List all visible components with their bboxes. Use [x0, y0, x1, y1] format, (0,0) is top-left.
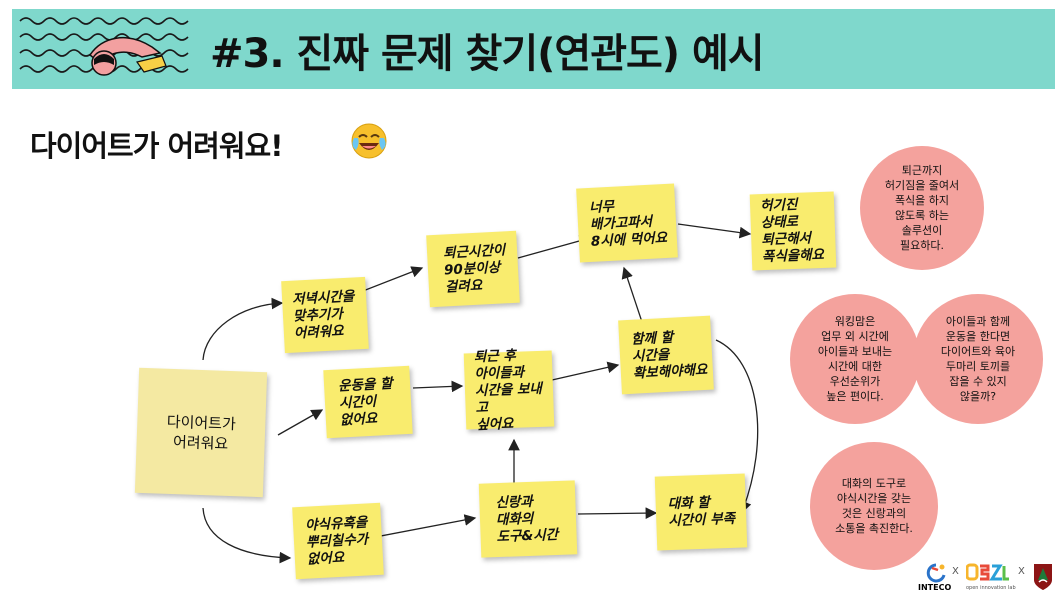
sticky-note-late-snack: 야식유혹을 뿌리칠수가 없어요 [292, 502, 384, 580]
insight-circle-3: 아이들과 함께 운동을 한다면 다이어트와 육아 두마리 토끼를 잡을 수 있지… [913, 294, 1043, 424]
sticky-note-main: 다이어트가 어려워요 [134, 367, 268, 498]
sticky-note-time-after-work: 퇴근 후 아이들과 시간을 보내고 싶어요 [463, 347, 555, 433]
note-text: 함께 할 시간을 확보해야해요 [630, 329, 708, 382]
header-banner: #3. 진짜 문제 찾기(연관도) 예시 [12, 9, 1055, 89]
inteco-logo-icon [926, 563, 946, 583]
insight-circle-2: 워킹맘은 업무 외 시간에 아이들과 보내는 시간에 대한 우선순위가 높은 편… [790, 294, 920, 424]
circle-text: 퇴근까지 허기짐을 줄여서 폭식을 하지 않도록 하는 솔루션이 필요하다. [884, 164, 960, 252]
sticky-note-no-talk-time: 대화 할 시간이 부족 [654, 473, 748, 551]
sticky-note-need-time: 함께 할 시간을 확보해야해요 [618, 315, 714, 395]
footer-logos: INTECO X open innovation lab X [918, 562, 1058, 596]
note-text: 대화 할 시간이 부족 [667, 494, 736, 530]
note-text: 너무 배가고파서 8시에 먹어요 [588, 198, 668, 250]
sticky-note-husband-talk: 신랑과 대화의 도구&시간 [478, 480, 578, 558]
sticky-note-dinner-time: 저녁시간을 맞추기가 어려워요 [281, 276, 369, 354]
note-text: 허기진 상태로 퇴근해서 폭식을해요 [759, 196, 825, 266]
note-text: 저녁시간을 맞추기가 어려워요 [291, 287, 355, 342]
laughing-crying-emoji-icon [351, 123, 387, 159]
separator-x: X [952, 566, 959, 577]
sticky-note-too-hungry: 너무 배가고파서 8시에 먹어요 [576, 183, 678, 263]
subtitle: 다이어트가 어려워요! [30, 129, 283, 163]
sticky-note-commute-time: 퇴근시간이 90분이상 걸려요 [426, 230, 520, 308]
sticky-note-binge: 허기진 상태로 퇴근해서 폭식을해요 [749, 191, 837, 271]
circle-text: 아이들과 함께 운동을 한다면 다이어트와 육아 두마리 토끼를 잡을 수 있지… [940, 315, 1016, 403]
note-text: 퇴근 후 아이들과 시간을 보내고 싶어요 [473, 347, 543, 433]
page-title: #3. 진짜 문제 찾기(연관도) 예시 [210, 31, 765, 77]
separator-x: X [1018, 566, 1025, 577]
inteco-logo-label: INTECO [918, 583, 952, 592]
note-text: 야식유혹을 뿌리칠수가 없어요 [304, 513, 369, 568]
open-innovation-lab-logo-icon [966, 563, 1009, 581]
insight-circle-1: 퇴근까지 허기짐을 줄여서 폭식을 하지 않도록 하는 솔루션이 필요하다. [860, 146, 984, 270]
swimmer-icon [88, 37, 167, 76]
stanford-logo-icon [1034, 564, 1052, 590]
note-text: 신랑과 대화의 도구&시간 [495, 493, 559, 545]
note-text: 퇴근시간이 90분이상 걸려요 [442, 241, 506, 295]
insight-circle-4: 대화의 도구로 야식시간을 갖는 것은 신랑과의 소통을 촉진한다. [810, 442, 938, 570]
open-innovation-lab-label: open innovation lab [966, 585, 1016, 591]
note-text: 다이어트가 어려워요 [166, 412, 237, 453]
note-text: 운동을 할 시간이 없어요 [337, 375, 393, 428]
circle-text: 대화의 도구로 야식시간을 갖는 것은 신랑과의 소통을 촉진한다. [835, 477, 913, 535]
circle-text: 워킹맘은 업무 외 시간에 아이들과 보내는 시간에 대한 우선순위가 높은 편… [817, 315, 893, 403]
sticky-note-no-exercise-time: 운동을 할 시간이 없어요 [323, 365, 413, 439]
